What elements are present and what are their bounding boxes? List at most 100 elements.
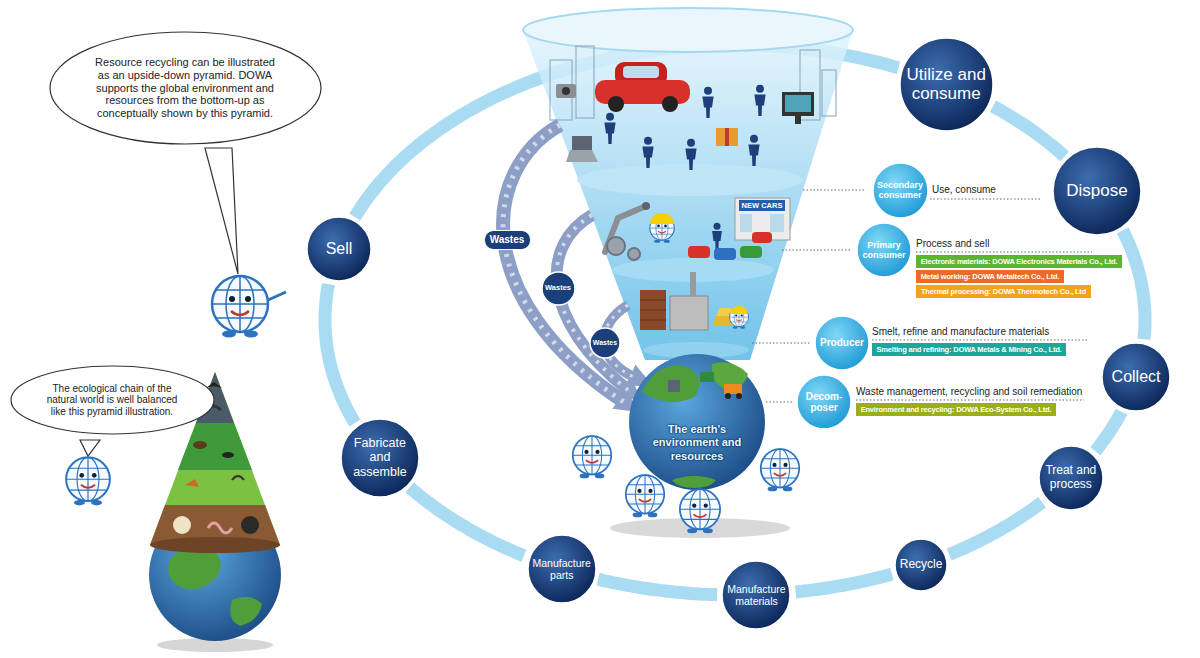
nature-pyramid bbox=[230, 597, 262, 626]
process-circle: Manufacture parts bbox=[527, 534, 597, 604]
role-circle: Producer bbox=[814, 315, 870, 371]
earth-globe bbox=[610, 354, 790, 538]
processing-scene bbox=[688, 246, 710, 258]
circle-shape bbox=[1039, 446, 1103, 510]
consumer-scene bbox=[576, 46, 594, 118]
consumer-scene bbox=[662, 96, 678, 112]
earth-globe bbox=[724, 384, 742, 394]
consumer-scene bbox=[572, 136, 592, 150]
funnel bbox=[523, 8, 853, 52]
nature-pyramid bbox=[178, 423, 252, 470]
leader-line bbox=[752, 343, 810, 344]
node-text: Utilize and consume bbox=[906, 65, 986, 104]
text-group: Wastes bbox=[592, 339, 618, 347]
circle-shape bbox=[722, 561, 790, 629]
text-group: The ecological chain of the natural worl… bbox=[42, 383, 182, 418]
nature-pyramid bbox=[208, 523, 232, 533]
processing-scene bbox=[740, 246, 762, 258]
leader-line bbox=[916, 252, 1092, 253]
process-circle: Utilize and consume bbox=[899, 37, 994, 132]
node-text: Environment and recycling: DOWA Eco-Syst… bbox=[861, 404, 1052, 415]
ring-connector bbox=[993, 106, 1065, 156]
earth-label: The earth’s environment and resources bbox=[647, 423, 747, 463]
bubble-shape bbox=[11, 366, 214, 434]
consumer-scene bbox=[725, 128, 729, 146]
nature-pyramid bbox=[222, 452, 234, 458]
node-text: Smelting and refining: DOWA Metals & Min… bbox=[877, 344, 1062, 355]
text-group: Secondary consumer bbox=[875, 180, 925, 201]
consumer-scene bbox=[550, 46, 836, 120]
node-text: Fabricate and assemble bbox=[347, 436, 413, 479]
ring-connector bbox=[325, 284, 355, 423]
globe-mascot bbox=[761, 449, 800, 491]
processing-scene bbox=[752, 232, 772, 243]
company-bar: Metal working: DOWA Metaltech Co., Ltd. bbox=[916, 270, 1064, 283]
role-description: Smelt, refine and manufacture materials bbox=[872, 326, 1049, 338]
text-group: Resource recycling can be illustrated as… bbox=[90, 56, 280, 119]
circle-shape bbox=[797, 375, 851, 429]
company-bar: Smelting and refining: DOWA Metals & Min… bbox=[872, 343, 1066, 356]
node-text: Metal working: DOWA Metaltech Co., Ltd. bbox=[921, 271, 1060, 282]
node-text: Primary consumer bbox=[859, 240, 909, 261]
text-group: Manufacture parts bbox=[530, 557, 594, 581]
circle-shape bbox=[1102, 343, 1170, 411]
globe-mascot bbox=[212, 276, 268, 338]
consumer-scene bbox=[748, 135, 759, 166]
circle-shape bbox=[307, 217, 371, 281]
process-circle: Treat and process bbox=[1038, 445, 1104, 511]
circle-shape bbox=[341, 419, 419, 497]
text-group: Thermal processing: DOWA Thermotech Co.,… bbox=[921, 286, 1086, 297]
text-group: Dispose bbox=[1057, 181, 1137, 201]
consumer-scene bbox=[623, 66, 659, 78]
text-group: Treat and process bbox=[1043, 464, 1099, 492]
speech-bubble: Resource recycling can be illustrated as… bbox=[49, 31, 322, 145]
waste-tag: Wastes bbox=[589, 327, 621, 359]
leader-line bbox=[782, 250, 852, 251]
circle-shape bbox=[873, 163, 928, 218]
consumer-scene bbox=[795, 116, 801, 124]
process-circle: Sell bbox=[306, 216, 372, 282]
processing-scene bbox=[628, 248, 640, 260]
processing-scene bbox=[650, 213, 674, 224]
ring-connector bbox=[796, 574, 892, 592]
consumer-scene bbox=[608, 96, 624, 112]
globe-mascot bbox=[626, 475, 665, 517]
consumer-scene bbox=[716, 128, 738, 146]
earth-globe bbox=[629, 354, 765, 490]
consumer-scene bbox=[566, 150, 598, 162]
company-bar: Electronic materials: DOWA Electronics M… bbox=[916, 255, 1122, 268]
leader-line bbox=[766, 402, 792, 403]
waste-arrow bbox=[503, 125, 636, 402]
node-text: Secondary consumer bbox=[875, 180, 925, 201]
process-circle: Recycle bbox=[894, 538, 948, 592]
consumer-scene bbox=[562, 87, 570, 95]
funnel bbox=[523, 8, 853, 360]
consumer-scene bbox=[556, 84, 576, 98]
consumer-scene bbox=[754, 85, 765, 116]
earth-globe bbox=[700, 372, 714, 382]
text-group: Electronic materials: DOWA Electronics M… bbox=[921, 256, 1118, 267]
nature-pyramid bbox=[150, 537, 280, 553]
smelter-scene bbox=[640, 290, 666, 330]
circle-shape bbox=[900, 38, 993, 131]
earth-globe bbox=[725, 393, 731, 399]
smelter-scene bbox=[730, 306, 748, 314]
node-text: The ecological chain of the natural worl… bbox=[42, 383, 182, 418]
bubble-shape bbox=[50, 32, 321, 144]
leader-line bbox=[803, 190, 866, 191]
text-group: Sell bbox=[314, 240, 364, 258]
nature-pyramid bbox=[173, 516, 191, 534]
text-group: Recycle bbox=[896, 558, 946, 572]
globe-mascot bbox=[66, 457, 110, 505]
process-circle: Manufacture materials bbox=[721, 560, 791, 630]
role-circle: Decom- poser bbox=[796, 374, 852, 430]
text-group: Environment and recycling: DOWA Eco-Syst… bbox=[861, 404, 1052, 415]
smelter-scene bbox=[670, 296, 708, 330]
node-text: Electronic materials: DOWA Electronics M… bbox=[921, 256, 1118, 267]
node-text: Dispose bbox=[1057, 181, 1137, 201]
text-group: Decom- poser bbox=[802, 391, 846, 414]
consumer-scene bbox=[782, 92, 814, 116]
node-text: Manufacture parts bbox=[530, 557, 594, 581]
company-bar: Environment and recycling: DOWA Eco-Syst… bbox=[856, 403, 1056, 416]
circle-shape bbox=[590, 328, 620, 358]
